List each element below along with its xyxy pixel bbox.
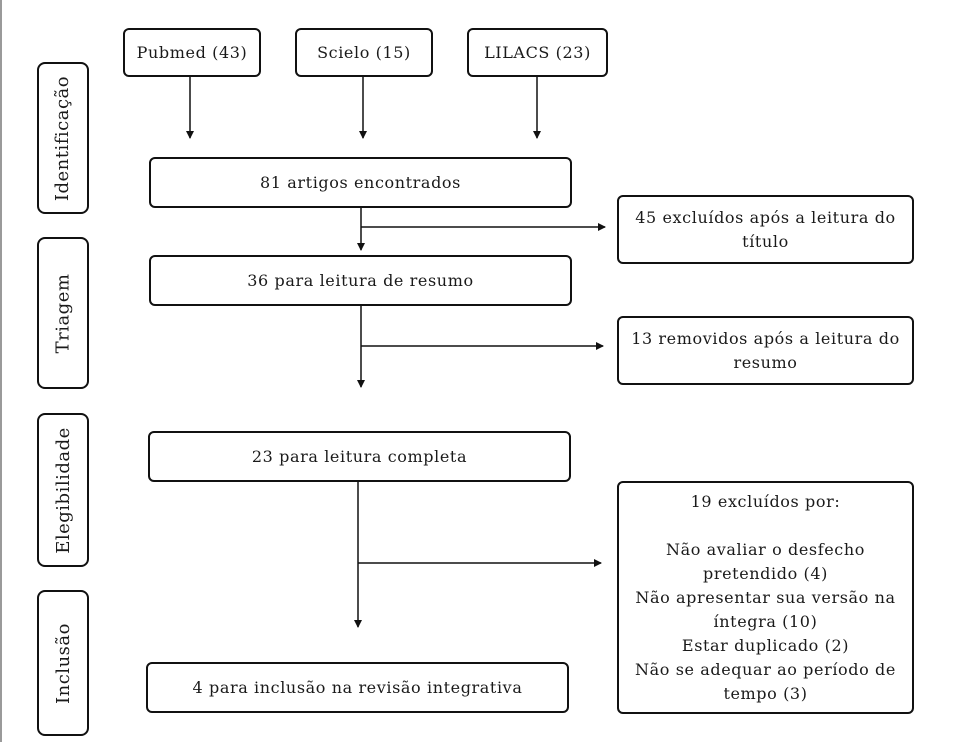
source-lilacs-label: LILACS (23)	[484, 42, 591, 62]
source-scielo-box: Scielo (15)	[295, 28, 433, 77]
abstract-reading-label: 36 para leitura de resumo	[247, 270, 474, 290]
included-label: 4 para inclusão na revisão integrativa	[192, 677, 523, 697]
full-exclusion-reason-2b: íntegra (10)	[713, 611, 818, 631]
full-exclusion-reason-1a: Não avaliar o desfecho	[665, 539, 865, 559]
abstract-exclusion-line-2: resumo	[733, 352, 798, 372]
abstract-exclusion-box: 13 removidos após a leitura do resumo	[617, 316, 914, 385]
full-exclusion-box: 19 excluídos por: Não avaliar o desfecho…	[617, 481, 914, 714]
included-box: 4 para inclusão na revisão integrativa	[146, 662, 569, 713]
full-reading-box: 23 para leitura completa	[148, 431, 571, 482]
source-lilacs-box: LILACS (23)	[467, 28, 608, 77]
abstract-reading-box: 36 para leitura de resumo	[149, 255, 572, 306]
full-exclusion-reason-4b: tempo (3)	[723, 683, 808, 703]
found-articles-label: 81 artigos encontrados	[260, 172, 461, 192]
full-reading-label: 23 para leitura completa	[251, 446, 468, 466]
page-left-edge	[0, 0, 2, 742]
full-exclusion-heading: 19 excluídos por:	[690, 491, 841, 511]
found-articles-box: 81 artigos encontrados	[149, 157, 572, 208]
stage-inclusao: Inclusão	[37, 590, 89, 736]
full-exclusion-reason-4a: Não se adequar ao período de	[635, 659, 896, 679]
source-pubmed-box: Pubmed (43)	[123, 28, 261, 77]
title-exclusion-box: 45 excluídos após a leitura do título	[617, 195, 914, 264]
stage-elegibilidade: Elegibilidade	[37, 413, 89, 567]
source-pubmed-label: Pubmed (43)	[136, 42, 248, 62]
source-scielo-label: Scielo (15)	[317, 42, 411, 62]
full-exclusion-reason-2a: Não apresentar sua versão na	[635, 587, 896, 607]
stage-identificacao: Identificação	[37, 62, 89, 214]
title-exclusion-line-1: 45 excluídos após a leitura do	[635, 207, 896, 227]
full-exclusion-reason-1b: pretendido (4)	[703, 563, 828, 583]
full-exclusion-reason-3: Estar duplicado (2)	[681, 635, 850, 655]
abstract-exclusion-line-1: 13 removidos após a leitura do	[631, 328, 900, 348]
title-exclusion-line-2: título	[742, 231, 789, 251]
stage-triagem: Triagem	[37, 237, 89, 389]
